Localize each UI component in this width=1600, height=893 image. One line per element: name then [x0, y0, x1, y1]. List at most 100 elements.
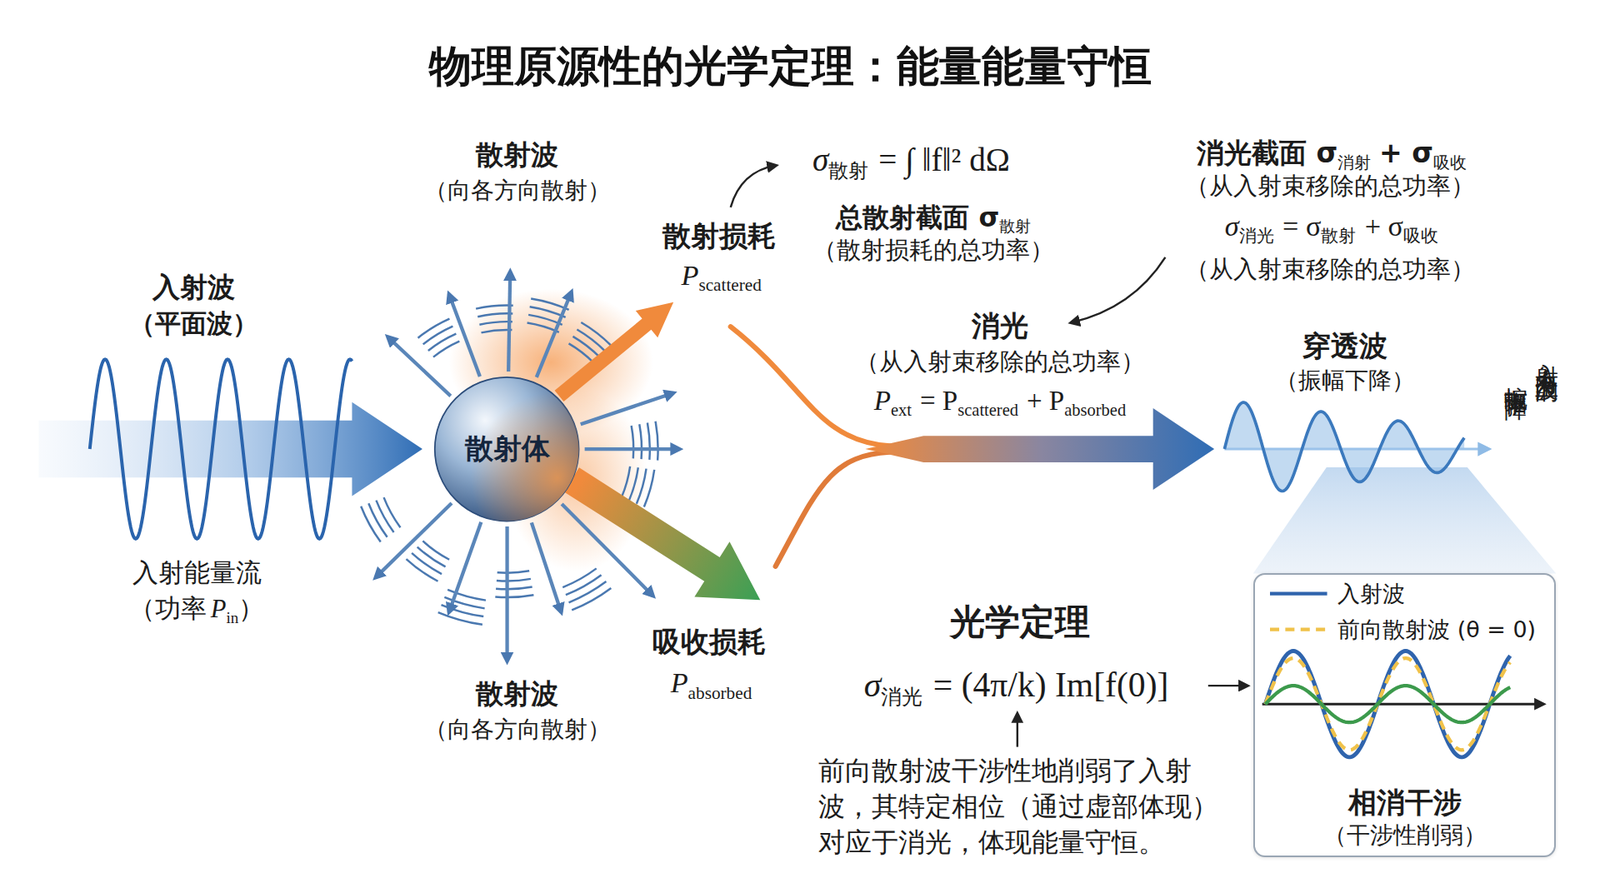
incident-wave — [90, 359, 353, 540]
scatter-arrow — [508, 271, 510, 372]
callout-arrow — [1071, 257, 1166, 323]
callout-arrow — [1016, 714, 1019, 747]
wavefront-arc — [428, 334, 457, 351]
label-text: absorbed — [1064, 400, 1126, 421]
diagram-title: 物理原源性的光学定理：能量能量守恒 — [429, 37, 1152, 96]
label-text: （平面波） — [129, 310, 259, 340]
label-text: σ — [812, 141, 829, 180]
label-text: （从入射束移除的总功率） — [1185, 256, 1475, 285]
absorption-arrow — [563, 467, 760, 600]
scatter-arrow — [449, 522, 482, 613]
extinction-arrow — [865, 408, 1215, 490]
callout-arrow — [1208, 685, 1248, 687]
legend-sample — [1270, 622, 1330, 637]
incident-beam — [39, 402, 423, 497]
label-text: + σ — [1365, 210, 1404, 243]
label-text: = σ — [1282, 210, 1321, 243]
text-group: （振幅下降） — [1275, 367, 1415, 395]
node-text: 相消干涉 — [1348, 785, 1462, 821]
text-group: 光学定理 — [950, 602, 1090, 643]
interference-wave — [1265, 685, 1510, 723]
label-text: 入射波 — [152, 271, 235, 304]
label-text: （从入射束移除的总功率） — [855, 348, 1145, 377]
scatterer-circle: 散射体 — [433, 375, 580, 523]
text-group: （平面波） — [129, 310, 259, 340]
wavefront-arc — [495, 595, 534, 598]
label-text: = P — [920, 385, 958, 417]
label-text: 总散射截面 σ — [835, 202, 1000, 234]
wavefront-arc — [647, 422, 650, 460]
label-text: 消光 — [880, 685, 923, 710]
callout-arrow — [730, 165, 776, 208]
label-text: 入射能量流 — [132, 559, 262, 589]
legend-sample — [1270, 586, 1330, 601]
incident-wave-sample — [1265, 651, 1510, 758]
label-text: 消射 — [1337, 154, 1371, 174]
wavefront-arc — [569, 343, 595, 363]
merge-branch — [730, 326, 890, 446]
label-text: 散射损耗 — [662, 220, 776, 253]
wavefront-arc — [636, 469, 647, 505]
text-group: （向各方向散射） — [424, 177, 611, 205]
wavefront-arc — [565, 575, 602, 595]
scatter-arrow — [505, 526, 509, 662]
label-text: 穿透波 — [1302, 330, 1388, 364]
sphere-glow — [435, 376, 580, 521]
legend-item: 前向散射波 (θ = 0) — [1270, 615, 1536, 645]
wavefront-arc — [629, 467, 639, 501]
wavefront-arc — [411, 553, 442, 575]
node-text: （干涉性削弱） — [1323, 820, 1487, 850]
text-group: σ散射= ∫ ‖f‖² dΩ — [812, 141, 1010, 180]
text-group: Pabsorbed — [670, 667, 753, 700]
label-text: absorbed — [688, 683, 753, 704]
text-group: 散射波 — [475, 139, 559, 171]
wavefront-arc — [477, 313, 513, 317]
legend-line — [1270, 627, 1328, 631]
text-group: 入射波 — [152, 271, 235, 304]
sphere — [435, 376, 580, 521]
label-text: P — [210, 595, 227, 625]
wavefront-arc — [576, 329, 605, 351]
wavefront-arc — [417, 547, 446, 568]
label-text: + σ — [1379, 137, 1434, 170]
label-text: P — [680, 259, 699, 292]
text-group: 散射损耗 — [662, 220, 776, 253]
wavefront-arc — [384, 497, 401, 528]
label-text: 入射方向上波的 — [1534, 345, 1558, 365]
label-text: 吸收损耗 — [652, 626, 766, 660]
inset-axis — [1262, 703, 1544, 706]
wavefront-arc — [418, 319, 450, 339]
text-group: （向各方向散射） — [424, 715, 611, 743]
label-text: in — [226, 609, 240, 628]
label-text: σ — [864, 665, 882, 706]
wavefront-arc — [405, 559, 438, 582]
scatter-arrow — [449, 294, 480, 377]
label-text: σ — [1225, 210, 1240, 243]
wavefront-arc — [497, 570, 530, 573]
wavefront-arc — [631, 425, 635, 459]
label-text: （振幅下降） — [1275, 367, 1415, 395]
wavefront-arc — [422, 540, 450, 560]
label-text: 消光截面 σ — [1196, 137, 1338, 170]
wavefront-arc — [368, 503, 387, 538]
label-text: （向各方向散射） — [424, 715, 611, 743]
label-text: 吸收 — [1433, 154, 1467, 174]
label-text: 吸收 — [1403, 226, 1439, 247]
label-text: P — [670, 667, 689, 700]
wavefront-arc — [423, 326, 454, 345]
label-text: ext — [890, 400, 912, 421]
label-text: 散射波 — [475, 139, 559, 171]
wavefront-arc — [441, 605, 485, 617]
text-group: （散射损耗的总功率） — [812, 236, 1055, 265]
wavefront-arc — [495, 587, 533, 590]
scatter-arrow — [387, 336, 450, 396]
inset-box: 相消干涉（干涉性削弱） — [1253, 573, 1557, 857]
label-text: （从入射束移除的总功率） — [1185, 172, 1475, 201]
wavefront-arc — [572, 336, 600, 358]
scatter-arrow — [585, 447, 680, 451]
text-group: （从入射束移除的总功率） — [1185, 256, 1475, 285]
legend-text: 前向散射波 (θ = 0) — [1337, 615, 1536, 645]
legend-item: 入射波 — [1270, 579, 1405, 610]
